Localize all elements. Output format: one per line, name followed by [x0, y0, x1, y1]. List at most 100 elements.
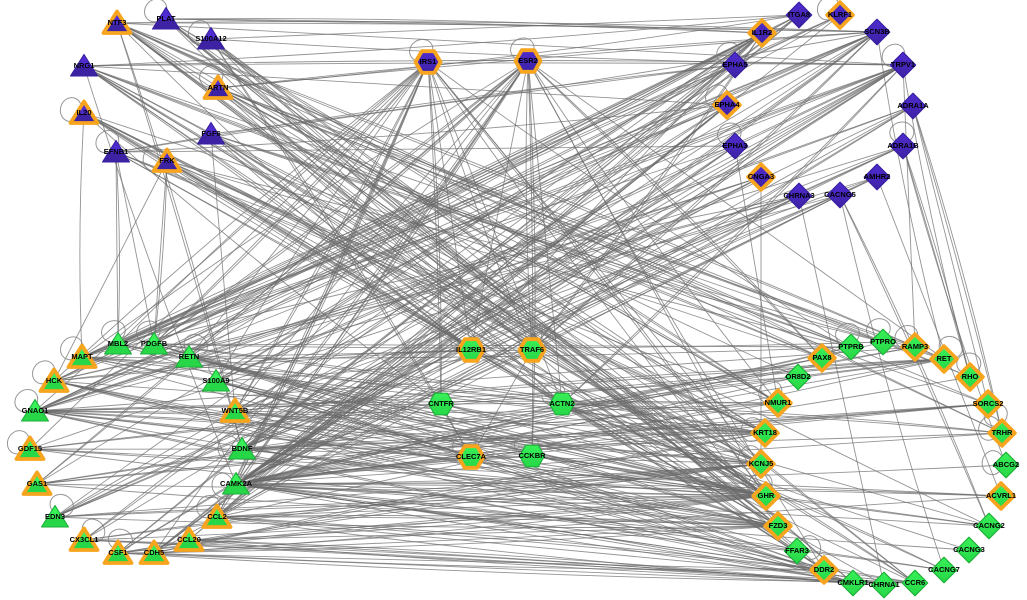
- edge-gnao1-nmur1[interactable]: [34, 400, 779, 412]
- edge-actn2-cacng2[interactable]: [561, 403, 990, 527]
- edge-il1r2-retn[interactable]: [188, 32, 763, 358]
- edge-wnt5b-irs1[interactable]: [234, 61, 429, 412]
- node-itga8[interactable]: ITGA8: [785, 1, 813, 29]
- edge-hck-fzd3[interactable]: [53, 380, 779, 527]
- node-actn2[interactable]: ACTN2: [548, 392, 576, 416]
- edge-il1r2-csf1[interactable]: [117, 32, 763, 554]
- edge-esr2-ret[interactable]: [527, 60, 945, 360]
- edge-epha5-gnao1[interactable]: [34, 64, 736, 412]
- edge-traf6-il1r2[interactable]: [531, 32, 763, 351]
- edge-esr2-cdh5[interactable]: [153, 60, 529, 554]
- edge-scn3b-traf6[interactable]: [531, 31, 878, 351]
- edge-s100a9-cmklr1[interactable]: [215, 380, 854, 584]
- edge-irs1-gdf15[interactable]: [29, 61, 429, 450]
- edge-adra1b-gnao1[interactable]: [34, 145, 904, 412]
- edge-trhr-adra1a[interactable]: [912, 105, 1003, 434]
- edge-s100a9-traf6[interactable]: [215, 349, 533, 382]
- edge-camk2a-acvrl1[interactable]: [235, 482, 1002, 497]
- node-acvrl1[interactable]: ACVRL1: [986, 481, 1016, 511]
- edge-pax8-esr2[interactable]: [527, 60, 823, 359]
- edge-bdnf-krt18[interactable]: [241, 432, 766, 450]
- edge-irs1-traf6[interactable]: [427, 61, 533, 351]
- edge-cacng5-cacng7[interactable]: [839, 194, 945, 571]
- edge-hck-cmklr1[interactable]: [53, 380, 854, 584]
- edge-cntfr-ghr[interactable]: [440, 403, 767, 497]
- edge-retn-traf6[interactable]: [188, 349, 533, 358]
- edge-clec7a-cmklr1[interactable]: [470, 456, 854, 584]
- node-ntf3[interactable]: NTF3: [101, 9, 133, 35]
- edge-esr2-pdgfb[interactable]: [153, 60, 529, 345]
- edge-irs1-cntfr[interactable]: [427, 61, 442, 405]
- edge-bdnf-kcnj5[interactable]: [241, 448, 762, 465]
- edge-s100a9-trpv1[interactable]: [215, 64, 904, 382]
- edge-plat-scn3b[interactable]: [165, 18, 878, 33]
- edge-hck-ddr2[interactable]: [53, 380, 825, 571]
- node-ramp3[interactable]: RAMP3: [900, 332, 930, 362]
- edge-trhr-actn2[interactable]: [561, 403, 1003, 434]
- edge-hck-ghr[interactable]: [53, 380, 767, 497]
- edge-ret-gas1[interactable]: [36, 358, 945, 485]
- edge-ccl2-ccr6[interactable]: [216, 516, 916, 584]
- edge-irs1-il12rb1[interactable]: [427, 61, 472, 351]
- edge-nmur1-plat[interactable]: [165, 18, 779, 404]
- edge-scn3b-ret[interactable]: [876, 31, 945, 360]
- edge-s100a12-trpv1[interactable]: [210, 38, 904, 66]
- node-ccr6[interactable]: CCR6: [901, 569, 929, 597]
- edge-gnao1-cacng2[interactable]: [34, 410, 990, 527]
- edge-camk2a-fzd3[interactable]: [235, 483, 779, 527]
- edge-amhr2-wnt5b[interactable]: [234, 176, 878, 412]
- edge-camk2a-irs1[interactable]: [235, 61, 429, 485]
- edge-edn3-ghr[interactable]: [54, 495, 767, 518]
- edge-esr2-il12rb1[interactable]: [470, 60, 529, 351]
- edge-il1r2-ccl20[interactable]: [188, 32, 763, 541]
- edge-klrf1-gas1[interactable]: [36, 14, 841, 485]
- node-chrna3[interactable]: CHRNA3: [783, 182, 815, 210]
- edge-sorcs2-camk2a[interactable]: [235, 403, 989, 485]
- edge-cx3cl1-ccr6[interactable]: [83, 539, 916, 584]
- edge-mapt-actn2[interactable]: [81, 356, 563, 405]
- edge-trpv1-nrg1[interactable]: [83, 62, 904, 67]
- edge-esr2-mapt[interactable]: [81, 60, 529, 358]
- edge-il20-kcnj5[interactable]: [83, 112, 762, 465]
- edge-fzd3-bdnf[interactable]: [241, 448, 779, 527]
- edge-nrg1-krt18[interactable]: [83, 65, 766, 434]
- edge-cmklr1-s100a9[interactable]: [215, 380, 854, 584]
- node-nmur1[interactable]: NMUR1: [763, 388, 793, 418]
- edge-ghr-irs1[interactable]: [427, 61, 767, 497]
- edge-mapt-trpv1[interactable]: [81, 64, 904, 358]
- edge-ghr-cntfr[interactable]: [440, 403, 767, 497]
- edge-gas1-ghr[interactable]: [36, 483, 767, 497]
- edge-camk2a-epha3[interactable]: [235, 145, 736, 485]
- node-klrf1[interactable]: KLRF1: [825, 0, 855, 30]
- edge-pdgfb-krt18[interactable]: [153, 343, 766, 434]
- edge-chrna3-mapt[interactable]: [81, 195, 800, 358]
- edge-epha5-mapt[interactable]: [81, 64, 736, 358]
- edge-traf6-ddr2[interactable]: [531, 349, 825, 571]
- edge-ghr-cckbr[interactable]: [531, 455, 767, 497]
- edge-irs1-s100a9[interactable]: [215, 61, 429, 382]
- edge-bdnf-fzd3[interactable]: [241, 448, 779, 527]
- node-traf6[interactable]: TRAF6: [517, 337, 547, 363]
- edge-frk-krt18[interactable]: [166, 160, 766, 434]
- edge-artn-scn3b[interactable]: [217, 31, 878, 89]
- edge-mapt-ghr[interactable]: [81, 356, 767, 497]
- edge-retn-ghr[interactable]: [188, 356, 767, 497]
- edge-esr2-ddr2[interactable]: [527, 60, 825, 571]
- edge-gnao1-or8d2[interactable]: [34, 376, 799, 412]
- edge-csf1-cmklr1[interactable]: [117, 552, 854, 584]
- edge-cntfr-irs1[interactable]: [427, 61, 442, 405]
- edge-fgf6-scn3b[interactable]: [210, 31, 878, 135]
- node-epha3[interactable]: EPHA3: [721, 132, 749, 160]
- edge-cacng5-gnao1[interactable]: [34, 194, 841, 412]
- edge-ntf3-traf6[interactable]: [116, 22, 533, 351]
- node-cacng2[interactable]: CACNG2: [973, 512, 1005, 540]
- node-amhr2[interactable]: AMHR2: [863, 163, 891, 191]
- edge-fgf6-ret[interactable]: [210, 133, 945, 360]
- edge-trpv1-s100a9[interactable]: [215, 64, 904, 382]
- edge-esr2-traf6[interactable]: [525, 60, 533, 351]
- edge-ghr-edn3[interactable]: [54, 495, 767, 518]
- edge-il12rb1-hck[interactable]: [53, 349, 472, 382]
- edge-gnao1-ramp3[interactable]: [34, 346, 916, 412]
- edge-cntfr-kcnj5[interactable]: [440, 403, 762, 465]
- edge-camk2a-ptprb[interactable]: [235, 346, 852, 485]
